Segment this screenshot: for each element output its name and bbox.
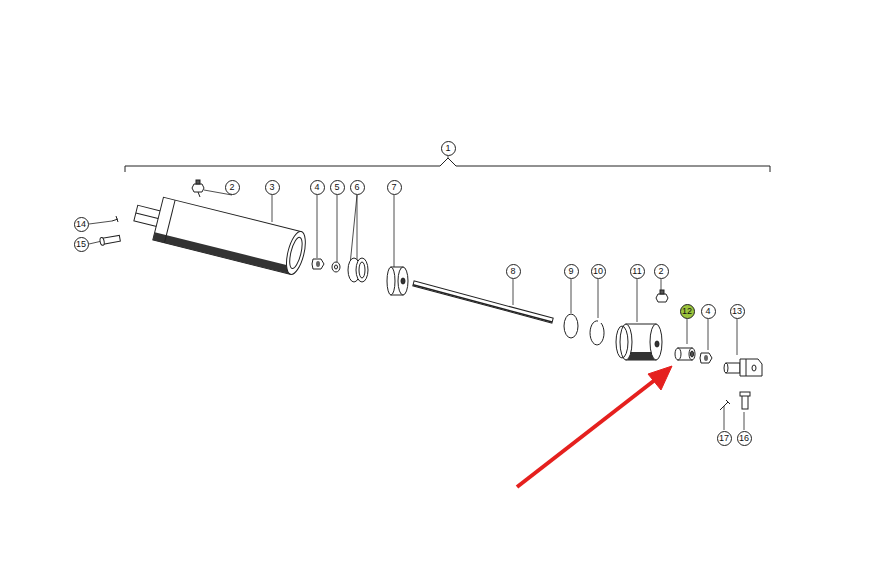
- callout-number: 7: [387, 180, 402, 195]
- callout-number: 17: [717, 431, 732, 446]
- callout-number: 5: [330, 180, 345, 195]
- callout-number: 10: [591, 264, 606, 279]
- callout-number: 8: [506, 264, 521, 279]
- callout-number: 14: [74, 217, 89, 232]
- callout-number: 9: [564, 264, 579, 279]
- callout-number: 12: [680, 304, 695, 319]
- callout-number: 4: [701, 304, 716, 319]
- callout-number: 16: [737, 431, 752, 446]
- callout-number: 1: [441, 141, 456, 156]
- callout-number: 2: [225, 180, 240, 195]
- callout-number: 6: [350, 180, 365, 195]
- callout-number: 4: [310, 180, 325, 195]
- callout-number: 13: [730, 304, 745, 319]
- callout-number: 11: [630, 264, 645, 279]
- callout-number: 15: [74, 237, 89, 252]
- callout-number: 2: [654, 264, 669, 279]
- callout-number: 3: [265, 180, 280, 195]
